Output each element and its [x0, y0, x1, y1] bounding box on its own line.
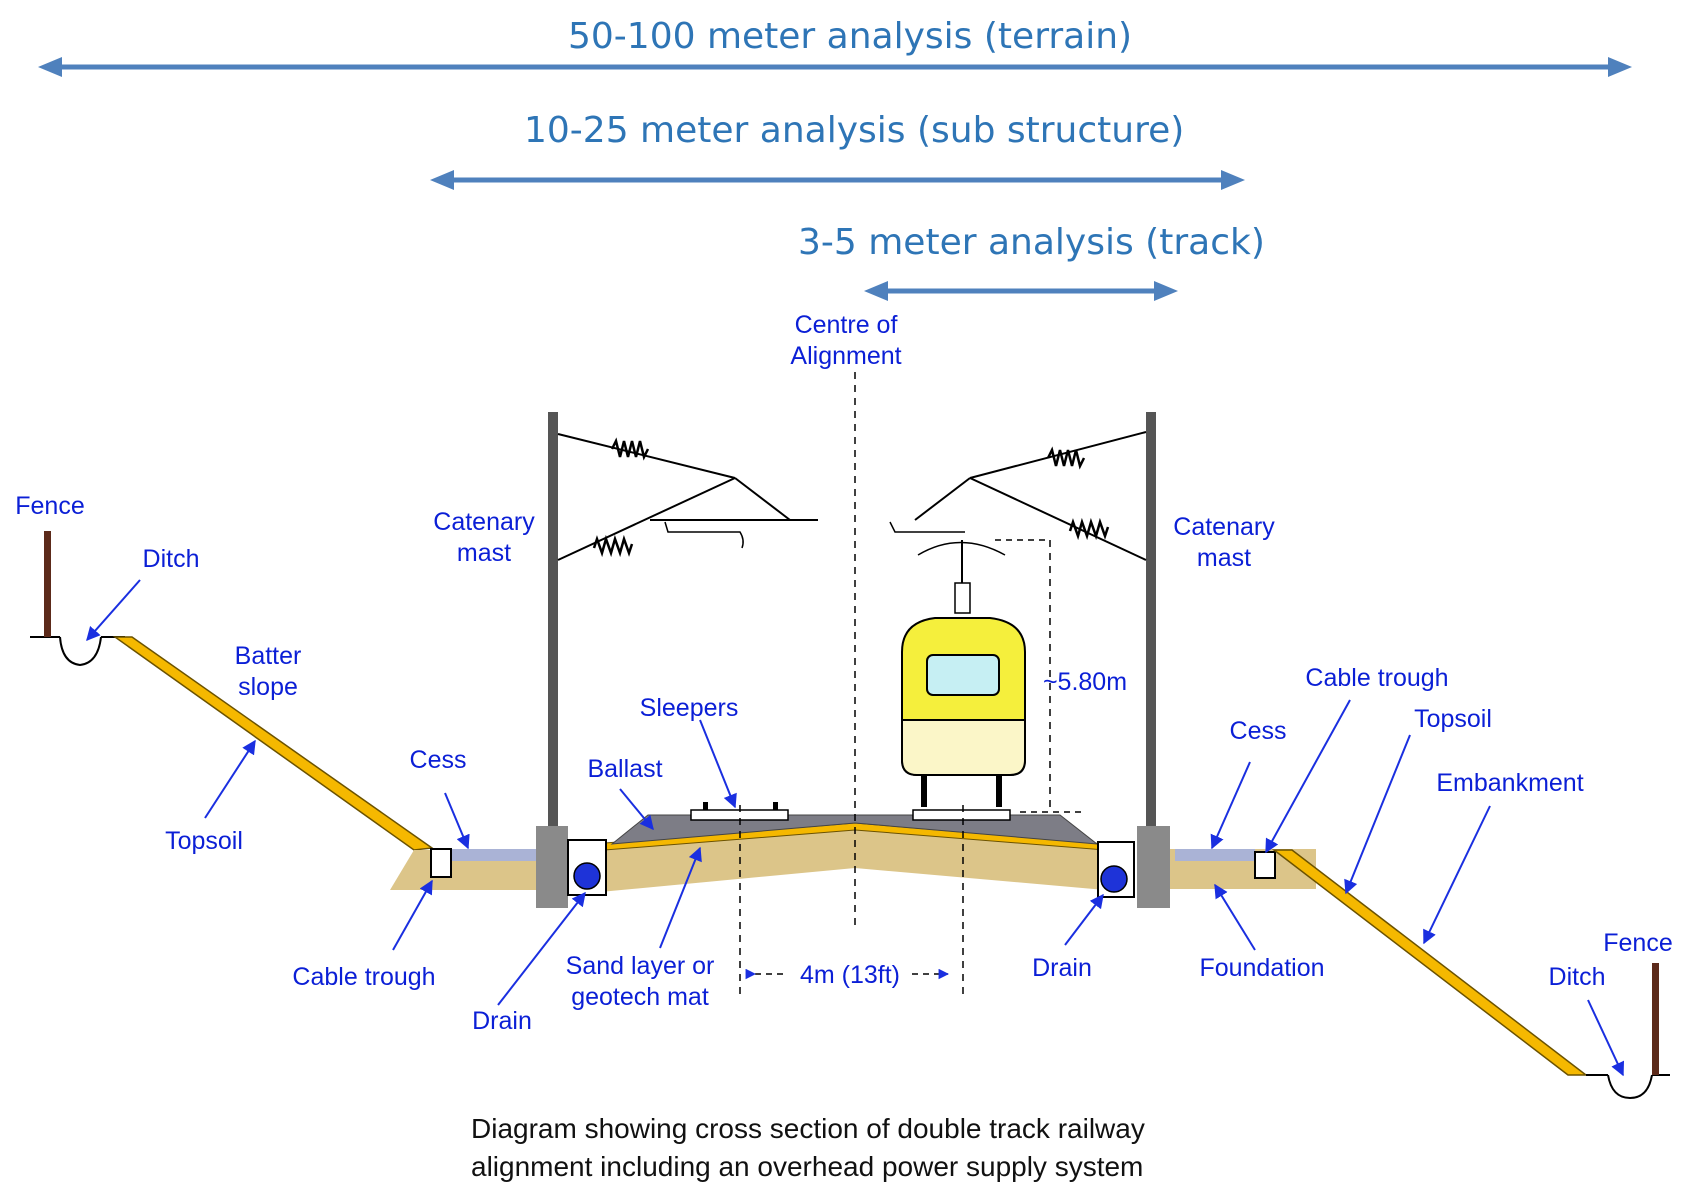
cess-right	[1175, 849, 1255, 861]
foundation-pointer	[1214, 883, 1256, 951]
terrain-range-title: 50-100 meter analysis (terrain)	[568, 16, 1133, 57]
topsoil-left-label: Topsoil	[165, 827, 243, 855]
track-range-arrow	[864, 281, 1178, 301]
diagram-caption: Diagram showing cross section of double …	[471, 1113, 1145, 1182]
ditch-right-pointer	[1587, 999, 1625, 1077]
height-label: ~5.80m	[1042, 668, 1128, 696]
cable-trough-left-pointer	[392, 879, 433, 951]
topsoil-right-label: Topsoil	[1414, 705, 1492, 733]
sleepers-pointer	[699, 719, 737, 809]
sleeper-right	[912, 809, 1011, 821]
cess-left-label: Cess	[409, 746, 467, 774]
right-mast-base	[1097, 826, 1170, 908]
drain-left-pipe	[573, 862, 601, 890]
track-gauge-label: 4m (13ft)	[799, 961, 901, 989]
right-catenary-mast	[889, 412, 1156, 826]
cess-right-pointer	[1210, 761, 1251, 850]
cable-trough-right-box	[1254, 851, 1276, 879]
train-window	[926, 654, 1000, 696]
train	[901, 540, 1026, 807]
drain-left-label: Drain	[472, 1007, 532, 1035]
cable-trough-right-pointer	[1265, 699, 1351, 854]
drain-right-label: Drain	[1032, 954, 1092, 982]
embankment-label: Embankment	[1436, 769, 1584, 797]
ballast-pointer	[619, 788, 654, 831]
fence-right-post	[1652, 963, 1659, 1075]
reference-lines	[739, 372, 1085, 1000]
left-catenary-mast	[548, 412, 818, 826]
ditch-right-label: Ditch	[1548, 963, 1606, 991]
drain-right-pipe	[1100, 865, 1128, 893]
cess-left	[450, 849, 536, 861]
fence-left-label: Fence	[15, 492, 85, 520]
sand-layer-pointer	[659, 846, 702, 949]
drain-right-pointer	[1064, 893, 1104, 946]
formation-layer	[600, 825, 1105, 892]
drain-left-pointer	[497, 891, 586, 1006]
foundation-label: Foundation	[1199, 954, 1325, 982]
fence-right-label: Fence	[1603, 929, 1673, 957]
cess-right-label: Cess	[1229, 717, 1287, 745]
topsoil-right-pointer	[1344, 734, 1411, 895]
cable-trough-left-label: Cable trough	[292, 963, 436, 991]
ditch-left-label: Ditch	[142, 545, 200, 573]
sub-structure-range-title: 10-25 meter analysis (sub structure)	[524, 110, 1185, 151]
pantograph-box	[954, 582, 971, 614]
cable-trough-right-label: Cable trough	[1305, 664, 1449, 692]
sleepers-label: Sleepers	[639, 694, 739, 722]
cable-trough-left-box	[430, 848, 452, 878]
train-lower-body	[901, 719, 1026, 776]
cess-left-pointer	[444, 792, 470, 850]
terrain-range-arrow	[38, 57, 1632, 77]
track-range-title: 3-5 meter analysis (track)	[798, 222, 1265, 263]
label-pointers	[86, 579, 1625, 1077]
ditch-right-shape	[1607, 1074, 1653, 1100]
right-ground-profile	[1170, 849, 1670, 1100]
ditch-left-pointer	[86, 579, 141, 642]
track-bed	[600, 802, 1106, 892]
topsoil-left-pointer	[204, 739, 256, 819]
left-ground-profile	[30, 531, 540, 890]
fence-left-post	[44, 531, 51, 637]
embankment-pointer	[1423, 805, 1491, 945]
sub-structure-range-arrow	[430, 170, 1245, 190]
ballast-label: Ballast	[587, 755, 663, 783]
ditch-left-shape	[59, 636, 102, 667]
left-mast-base	[536, 826, 607, 908]
